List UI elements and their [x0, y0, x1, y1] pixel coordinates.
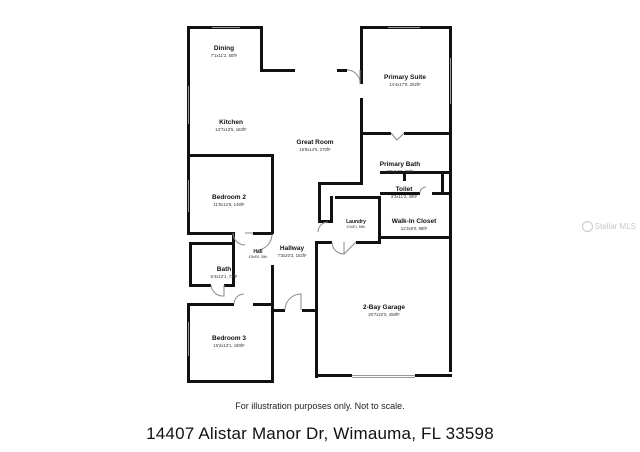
room-great-room-dims: 18'8x14'5, 270ft²: [299, 147, 331, 152]
circle-logo-icon: [581, 221, 593, 232]
room-dining-name: Dining: [214, 45, 234, 52]
room-toilet-dims: 3'3x11'2, 39ft²: [391, 194, 418, 199]
room-garage-dims: 20'7x22'0, 458ft²: [368, 312, 400, 317]
room-kitchen-name: Kitchen: [219, 119, 243, 126]
room-great-room-name: Great Room: [296, 139, 333, 146]
disclaimer-text: For illustration purposes only. Not to s…: [235, 401, 405, 411]
room-hallway-dims: 7'3x20'3, 152ft²: [277, 253, 307, 258]
room-bedroom-2-dims: 11'8x12'8, 149ft²: [213, 202, 245, 207]
doors: [210, 69, 427, 311]
property-address: 14407 Alistar Manor Dr, Wimauma, FL 3359…: [146, 424, 494, 443]
room-primary-bath-name: Primary Bath: [380, 161, 420, 168]
room-primary-bath-dims: 6'2x14'2, 65ft²: [387, 169, 414, 174]
room-kitchen-dims: 13'7x13'5, 183ft²: [215, 127, 247, 132]
room-bath-dims: 6'4x12'1, 73ft²: [211, 274, 238, 279]
room-primary-suite-dims: 14'4x17'8, 252ft²: [389, 82, 421, 87]
room-bedroom-3-dims: 15'2x13'1, 180ft²: [213, 343, 245, 348]
watermark: Stellar MLS: [581, 221, 636, 232]
room-hall-name: Hall: [253, 249, 263, 255]
room-hall-dims: 4'8x8'8, 26ft²: [249, 255, 269, 259]
room-bedroom-2-name: Bedroom 2: [212, 194, 246, 201]
room-dining-dims: 7'1x11'2, 80ft²: [211, 53, 238, 58]
room-hallway-name: Hallway: [280, 245, 305, 252]
room-walk-in-closet-dims: 11'3x8'0, 88ft²: [401, 226, 428, 231]
room-laundry-name: Laundry: [346, 219, 366, 225]
windows: [188, 27, 451, 378]
room-walk-in-closet-name: Walk-In Closet: [392, 218, 437, 225]
room-toilet-name: Toilet: [396, 186, 414, 193]
room-laundry-dims: 6'3x8'1, 50ft²: [347, 225, 367, 229]
watermark-text: Stellar MLS: [594, 222, 636, 231]
room-primary-suite-name: Primary Suite: [384, 74, 426, 81]
room-bedroom-3-name: Bedroom 3: [212, 335, 246, 342]
room-garage-name: 2-Bay Garage: [363, 304, 405, 311]
room-bath-name: Bath: [217, 266, 231, 273]
